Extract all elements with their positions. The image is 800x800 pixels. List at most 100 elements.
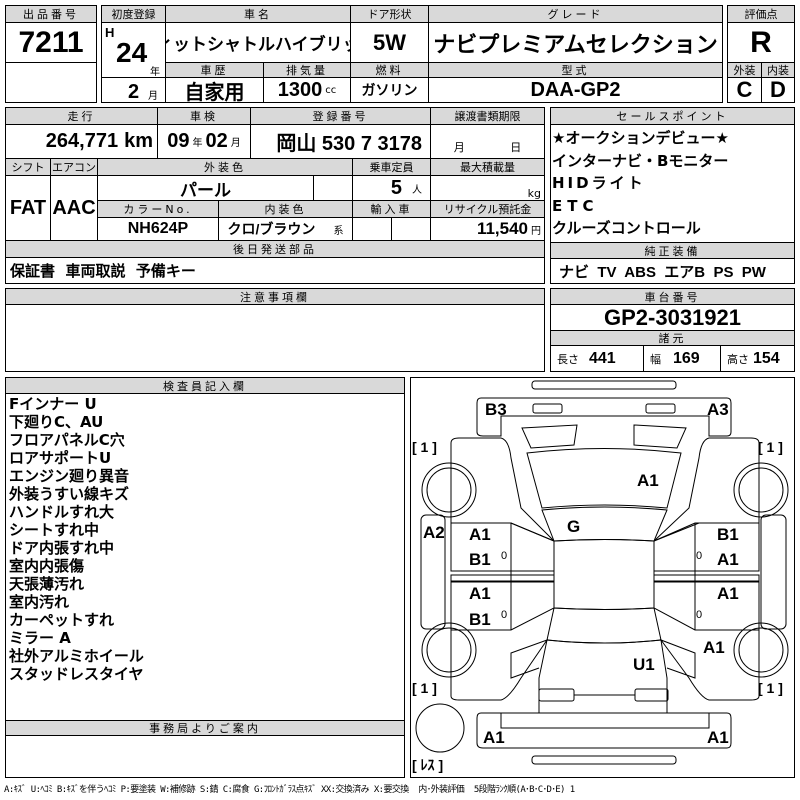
damage-mark: A1 [707,728,729,747]
inspection-month: 02 [205,130,228,152]
roof [553,539,655,610]
fuel-label: 燃料 [350,62,429,78]
inspector-note: 室内内張傷 [9,557,85,575]
sales-point: クルーズコントロール [552,219,701,237]
width: 169 [673,349,700,367]
spare-tire [415,703,465,753]
hood [526,448,682,509]
left-rear-fender [450,630,549,701]
ext-score: C [727,77,762,103]
year-unit: 年 [192,138,203,149]
damage-mark: 0 [696,609,703,621]
grade-label: グレード [428,5,723,23]
inspector-note: シートすれ中 [9,521,100,539]
history: 自家用 [165,77,264,103]
inspector-note: 室内汚れ [9,593,70,611]
transfer-label: 譲渡書類期限 [430,107,545,125]
door-label: ドア形状 [350,5,429,23]
import-cell-1 [352,217,392,241]
damage-mark: 0 [696,550,703,562]
lot-blank [5,62,97,103]
office-label: 事務局よりご案内 [5,720,405,736]
ext-color-blank [313,175,353,201]
ext-score-label: 外装 [727,62,762,78]
inspector-note: スタッドレスタイヤ [9,665,144,683]
sales-points: ★オークションデビュー★ インターナビ・Bモニター HIDライト ETC クルー… [550,124,795,243]
left-sill [420,514,446,630]
sales-points-label: セールスポイント [550,107,795,125]
inspector-note: カーペットすれ [9,611,115,629]
damage-mark: A1 [469,525,491,544]
int-score-label: 内装 [761,62,795,78]
damage-mark: A3 [707,400,729,419]
reg-month: 2 [128,81,140,103]
damage-mark: U1 [633,655,655,674]
km-unit: km [124,130,153,152]
width-label: 幅 [650,352,661,366]
length-label: 長さ [557,352,579,366]
equipment: ナビ TV ABS エアB PS PW [550,258,795,284]
inspector-note: Fインナー U [9,395,97,413]
damage-mark: A1 [717,584,739,603]
shift-label: シフト [5,158,51,176]
car-name-label: 車名 [165,5,351,23]
equipment-label: 純正装備 [550,242,795,259]
max-load-label: 最大積載量 [430,158,545,176]
person-unit: 人 [412,184,422,196]
mileage-label: 走行 [5,107,158,125]
day-unit: 日 [510,141,522,154]
inspector-note: 下廻りC、AU [9,413,104,431]
int-score: D [761,77,795,103]
int-color-cell: クロ/ブラウン系 [218,217,353,241]
car-name: フィットシャトルハイブリッド [165,22,351,63]
first-reg-label: 初度登録 [101,5,166,23]
overall-score: R [727,22,795,63]
transfer-cell: 月日 [430,124,545,159]
damage-mark: G [567,517,581,536]
sales-point: インターナビ・Bモニター [552,151,729,170]
width-cell: 幅 169 [643,345,721,372]
inspection-label: 車検 [157,107,251,125]
damage-mark: 0 [501,550,508,562]
height: 154 [753,349,780,367]
right-front-fender [653,437,760,542]
score-label: 評価点 [727,5,795,23]
capacity-label: 乗車定員 [352,158,431,176]
office-area [5,735,405,778]
max-load: kg [430,175,545,201]
right-doors [653,522,760,631]
damage-mark: A1 [469,584,491,603]
notes-area [5,304,545,372]
damage-mark: A1 [637,471,659,490]
inspection-year: 09 [167,130,190,152]
front-bumper [476,397,732,437]
wheels [415,462,789,753]
month-unit: 月 [148,91,158,102]
mileage: 264,771 [45,130,119,152]
recycle-fee: 11,540 [476,219,528,238]
reg-year: 24 [116,37,148,68]
model-code: DAA-GP2 [428,77,723,103]
damage-mark: A1 [703,638,725,657]
damage-mark: [ ﾚｽ ] [412,757,444,773]
era: H [105,25,115,40]
rear-window [546,607,662,644]
trunk [538,639,668,714]
displacement-label: 排気量 [263,62,351,78]
int-color-suffix: 系 [333,225,344,237]
damage-mark: [ 1 ] [758,439,783,455]
damage-mark: A1 [483,728,505,747]
plate-label: 登録番号 [250,107,431,125]
inspector-note: 天張薄汚れ [9,575,85,593]
inspector-label: 検査員記入欄 [5,377,405,394]
color-no: NH624P [97,217,219,241]
year-unit: 年 [150,67,160,78]
inspector-note: ハンドルすれ大 [9,503,115,521]
rear-bumper-strip [531,755,677,765]
chassis-label: 車台番号 [550,288,795,305]
